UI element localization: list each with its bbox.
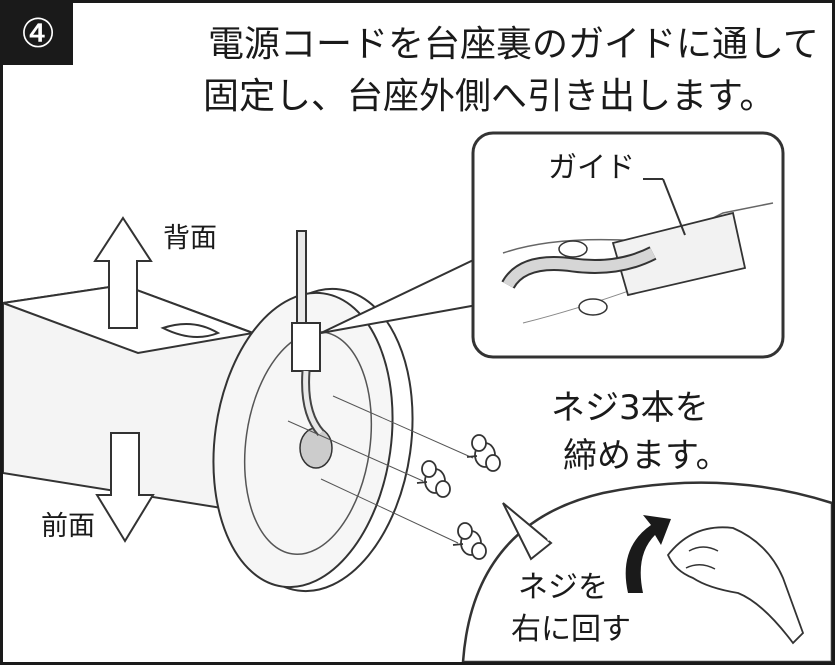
step-number-badge: ④ — [3, 3, 73, 65]
back-label: 背面 — [163, 223, 217, 254]
hand-drawing — [666, 526, 805, 645]
guide-zoom-callout — [320, 131, 785, 359]
screw-guide-lines — [287, 395, 474, 544]
screws-instruction-line2: 締めます。 — [563, 436, 730, 476]
hand-callout — [461, 481, 832, 662]
back-arrow — [93, 216, 153, 329]
front-label: 前面 — [41, 511, 95, 542]
rotate-arrow — [625, 515, 671, 593]
turn-instruction-line1: ネジを — [518, 570, 608, 605]
guide-label: ガイド — [548, 150, 636, 184]
instruction-title-line1: 電源コードを台座裏のガイドに通して — [208, 24, 819, 65]
assembly-illustration — [3, 131, 832, 662]
power-cord — [291, 230, 325, 437]
turn-instruction-line2: 右に回す — [511, 612, 631, 647]
instruction-title-line2: 固定し、台座外側へ引き出します。 — [203, 76, 776, 117]
screws-instruction-line1: ネジ3本を — [551, 388, 709, 428]
front-arrow — [95, 432, 155, 543]
wing-screw-icon — [416, 434, 501, 560]
base-plate — [212, 287, 414, 593]
